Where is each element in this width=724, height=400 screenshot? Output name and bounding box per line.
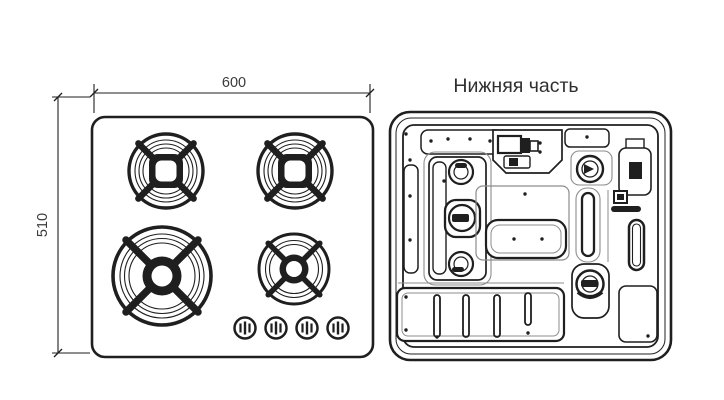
knob-2 (264, 316, 288, 340)
burner-cup-front-right (571, 263, 610, 319)
bottom-right-panel (618, 285, 658, 343)
height-dimension: 510 (35, 92, 90, 358)
screw-dots (404, 132, 650, 339)
bottom-view-title: Нижняя часть (453, 75, 578, 97)
bottom-view-diagram: Нижняя часть (388, 75, 673, 362)
gas-valve-assembly (492, 129, 563, 174)
knob-1 (233, 316, 257, 340)
burner-front-right (257, 232, 331, 306)
burner-cup-rear-right (570, 150, 613, 186)
burner-cup-mid-left (447, 250, 475, 278)
burner-rear-left (127, 132, 205, 210)
knob-4 (326, 316, 350, 340)
left-reinforcement-strip (403, 164, 419, 274)
width-dimension: 600 (89, 75, 375, 113)
width-dimension-label: 600 (222, 75, 246, 91)
control-knobs (233, 316, 350, 340)
vent-slot-right (627, 218, 646, 272)
height-dimension-label: 510 (35, 213, 51, 237)
gas-inlet-port (629, 162, 642, 179)
burner-front-left-large (111, 225, 213, 327)
horizontal-slot (611, 206, 641, 212)
burner-cup-front-left-large (443, 198, 482, 239)
top-view-diagram: 600 510 (35, 75, 375, 359)
burner-rear-right (256, 132, 334, 210)
vent-slot-4 (524, 292, 532, 326)
vent-slot-middle (575, 187, 601, 263)
knob-3 (295, 316, 319, 340)
vent-slot-2 (462, 294, 470, 338)
gas-inlet-cluster (607, 138, 652, 272)
burner-cup-column (423, 151, 492, 286)
central-stamped-box (475, 185, 570, 261)
vent-slot-3 (493, 294, 501, 338)
bottom-vent-panel (395, 282, 566, 343)
burner-cup-rear-left (447, 158, 475, 186)
